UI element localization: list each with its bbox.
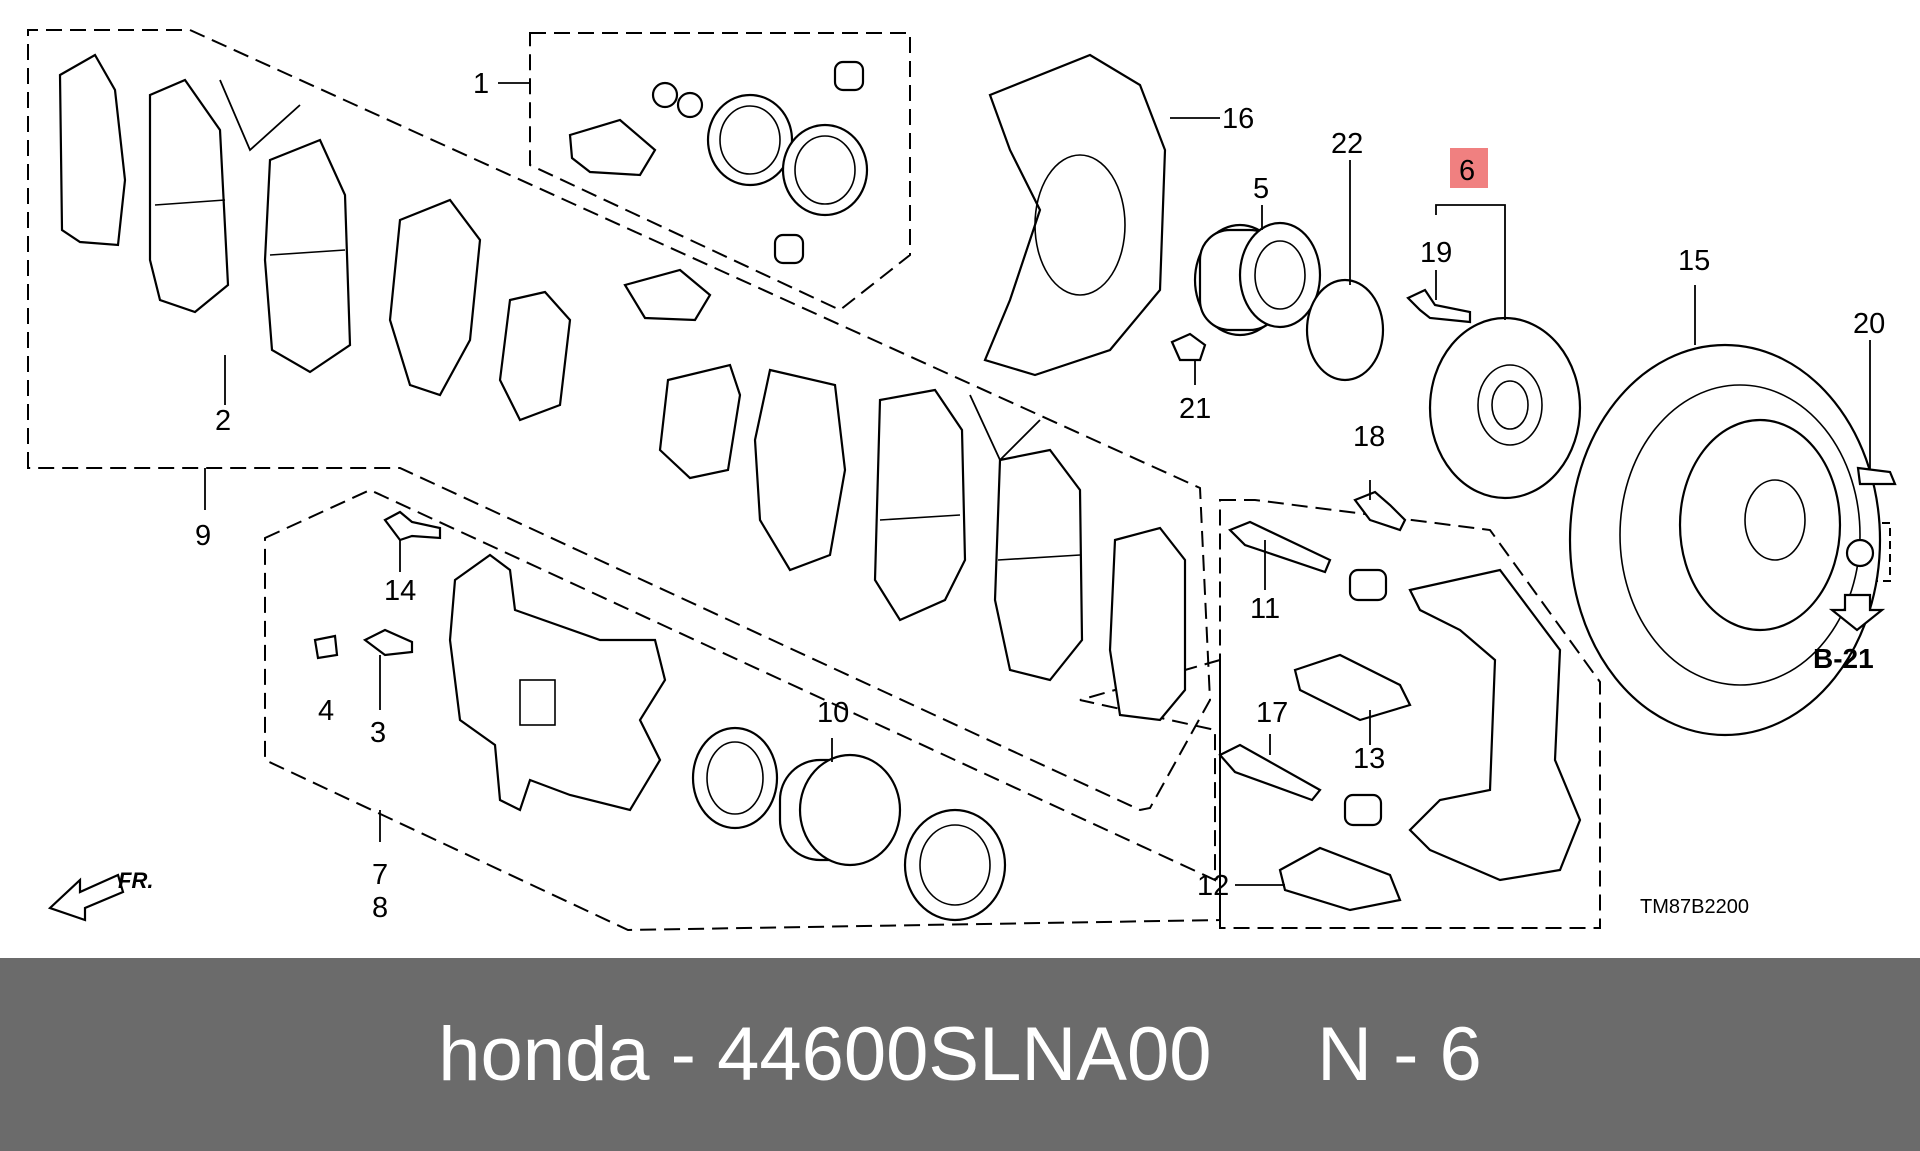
part-1-seal-kit: [568, 60, 869, 322]
section-ref-arrow-icon: [1828, 593, 1886, 632]
brake-parts-diagram: FR. B-21 1 2 3 4 5 6 7 8 9: [27, 29, 1897, 932]
part-10-piston: [691, 726, 1007, 922]
part-19-hub-bolt: [1406, 288, 1472, 324]
callout-5: 5: [1253, 173, 1269, 205]
part-14-bolt: [383, 510, 442, 542]
callout-12: 12: [1197, 870, 1229, 902]
part-6-hub: [1428, 316, 1582, 500]
part-13-pad-clip: [1293, 653, 1412, 722]
part-22-snap-ring: [1305, 278, 1385, 382]
callout-11: 11: [1250, 593, 1280, 625]
part-4-cap: [313, 634, 339, 660]
callout-21: 21: [1179, 393, 1211, 425]
callout-13: 13: [1353, 743, 1385, 775]
callout-7: 7: [372, 859, 388, 891]
callout-17: 17: [1256, 697, 1288, 729]
callout-15: 15: [1678, 245, 1710, 277]
callout-16: 16: [1222, 103, 1254, 135]
callout-18: 18: [1353, 421, 1385, 453]
part-21-bolt: [1170, 332, 1207, 362]
part-16-splash-shield: [983, 53, 1167, 377]
part-12-pad-clip: [1278, 846, 1402, 912]
group-outline-2-9: [27, 29, 1212, 812]
part-15-brake-disc: [1568, 343, 1882, 737]
part-18-bolt: [1353, 490, 1407, 532]
callout-1: 1: [473, 68, 489, 100]
callout-19: 19: [1420, 237, 1452, 269]
part-6-caliper-bracket: [1408, 568, 1582, 882]
front-marker: FR.: [118, 868, 153, 893]
callout-3: 3: [370, 717, 386, 749]
group-outline-1: [529, 32, 911, 312]
part-9-inner-pads: [658, 363, 1187, 722]
front-arrow-icon: [47, 873, 125, 922]
part-11-guide-pin: [1228, 520, 1332, 574]
callout-9: 9: [195, 520, 211, 552]
callout-10: 10: [817, 697, 849, 729]
callout-14: 14: [384, 575, 416, 607]
diagram-ref-code: TM87B2200: [1640, 896, 1749, 918]
callout-6: 6: [1459, 155, 1475, 187]
callout-4: 4: [318, 695, 334, 727]
callout-22: 22: [1331, 128, 1363, 160]
part-20-nut: [1845, 538, 1875, 568]
callout-8: 8: [372, 892, 388, 924]
callout-20: 20: [1853, 308, 1885, 340]
part-11-boot: [1348, 568, 1388, 602]
shield-hole: [1034, 154, 1126, 296]
part-3-bleeder: [362, 628, 414, 657]
part-7-8-caliper-body: [448, 553, 667, 812]
footer-bar: honda - 44600SLNA00 N - 6: [0, 958, 1920, 1151]
section-ref: B-21: [1813, 643, 1874, 674]
part-5-bearing: [1193, 221, 1322, 337]
part-20-screw: [1856, 466, 1897, 486]
callout-2: 2: [215, 405, 231, 437]
part-number-caption: honda - 44600SLNA00 N - 6: [438, 1012, 1482, 1097]
group-outline-6-caliper: [1219, 499, 1601, 929]
part-6-highlight: [1450, 148, 1488, 188]
part-17-guide-pin: [1218, 743, 1322, 802]
part-17-boot: [1343, 793, 1383, 827]
part-2-shim-outer: [58, 53, 572, 422]
